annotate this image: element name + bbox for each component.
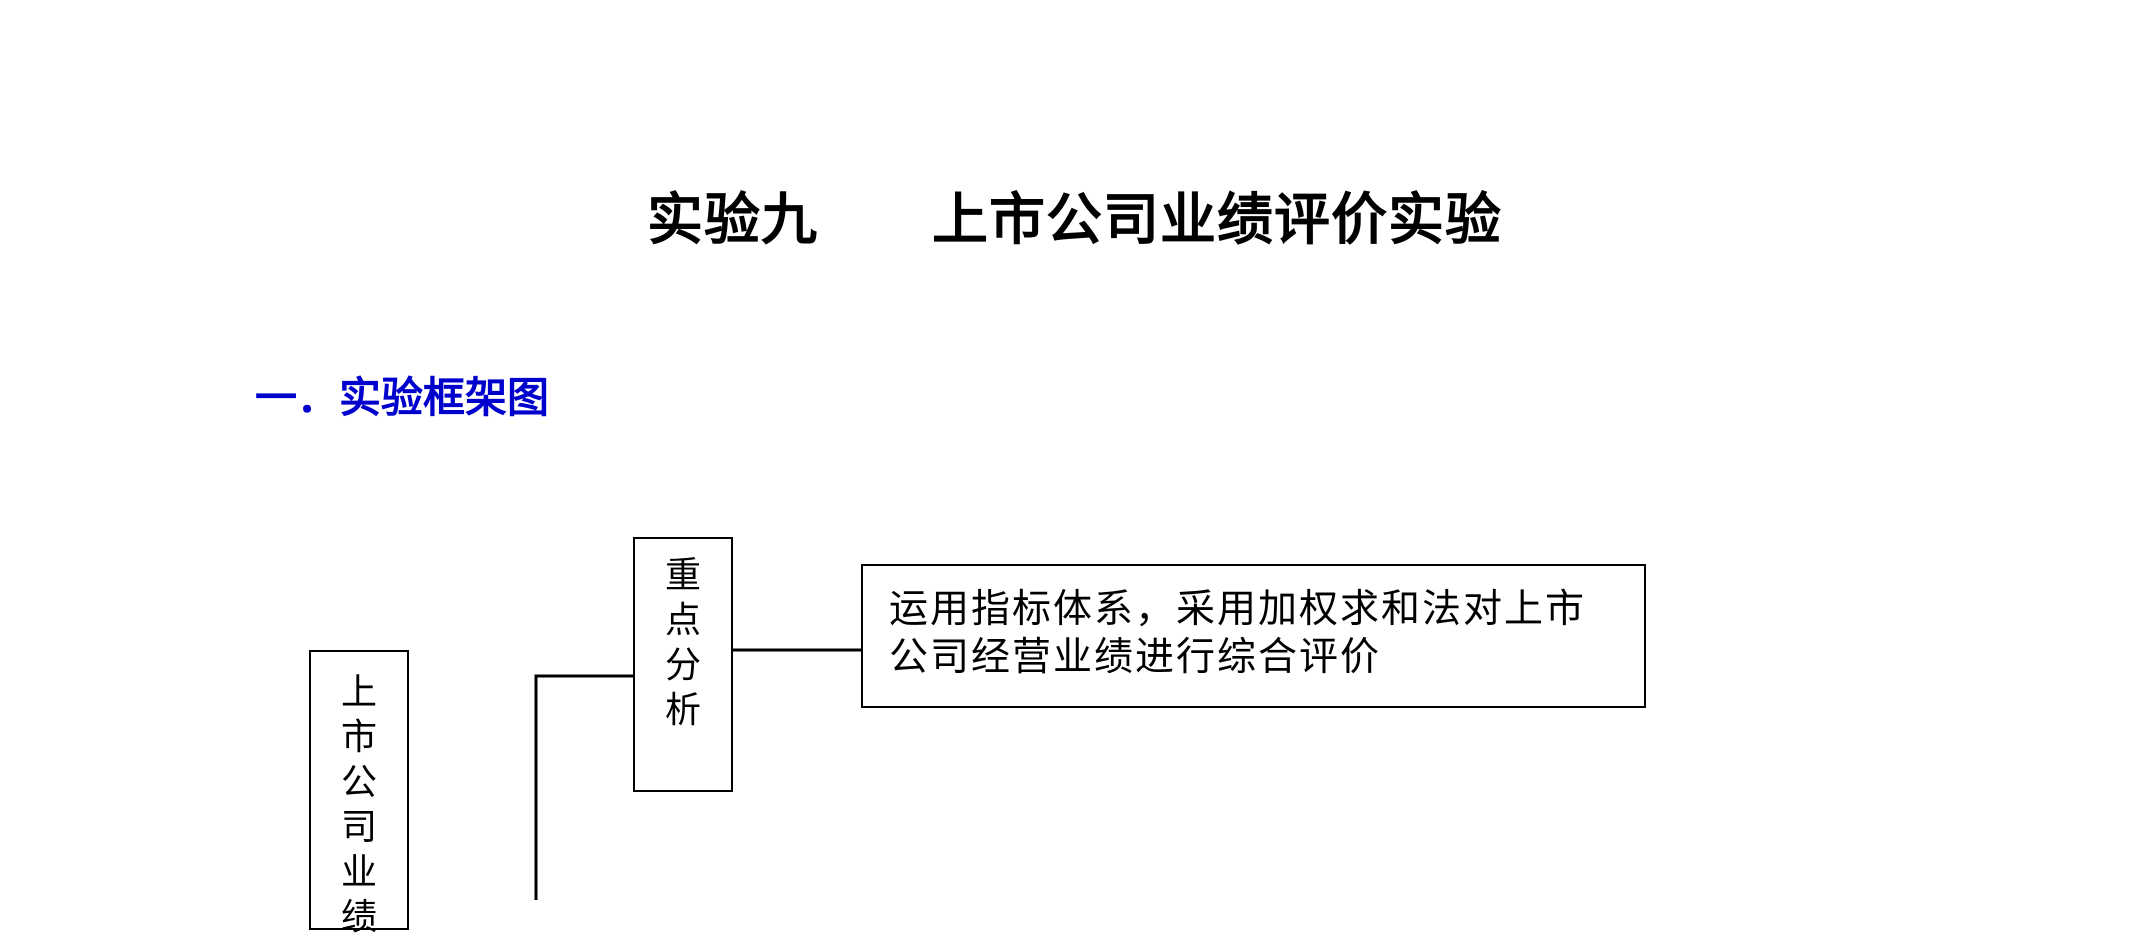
root-node-char: 上 [340, 672, 377, 713]
page-title: 实验九 上市公司业绩评价实验 [647, 188, 1502, 253]
root-node-char: 公 [340, 762, 377, 803]
focus-node-char: 重 [664, 555, 701, 596]
description-node-box: 运用指标体系，采用加权求和法对上市公司经营业绩进行综合评价 [861, 564, 1646, 708]
focus-node-char: 点 [664, 600, 701, 641]
focus-node-char: 析 [664, 690, 701, 731]
description-node-text: 运用指标体系，采用加权求和法对上市公司经营业绩进行综合评价 [889, 587, 1587, 680]
root-node-box: 上 市 公 司 业 绩 [309, 650, 409, 938]
root-node-char: 市 [340, 717, 377, 758]
root-node-char: 绩 [340, 897, 377, 938]
connector-root-to-focus [534, 674, 633, 900]
focus-node-char: 分 [664, 645, 701, 686]
diagram-connectors [534, 648, 861, 900]
root-node-char: 司 [340, 807, 377, 848]
root-node-char: 业 [340, 852, 377, 893]
focus-node-box: 重 点 分 析 [633, 537, 733, 792]
section-heading: 一．实验框架图 [255, 373, 550, 422]
